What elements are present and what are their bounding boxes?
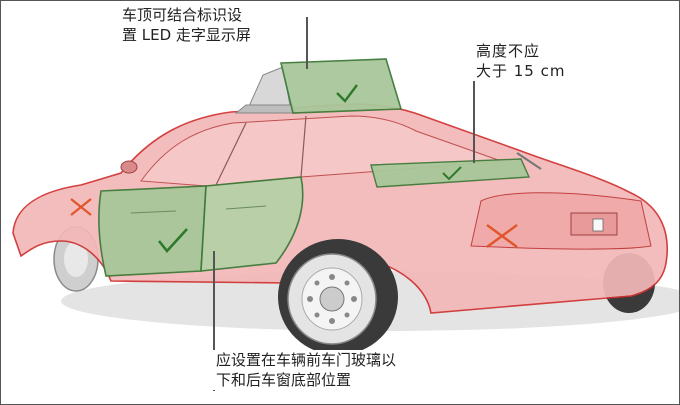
door-handle-front [130,210,177,214]
roof-sign-annotation: 车顶可结合标识设 置 LED 走字显示屏 [119,5,254,45]
b-pillar-line [300,115,307,178]
window-placement-annotation-line2: 下和后车窗底部位置 [216,371,352,389]
check-mark-window [442,166,462,181]
side-mirror [120,160,138,174]
height-limit-annotation: 高度不应 大于 15 cm [473,41,569,81]
trunk-rear [470,192,652,250]
roof-sign-annotation-line1: 车顶可结合标识设 [122,6,243,24]
window-placement-annotation: 应设置在车辆前车门玻璃以 下和后车窗底部位置 [213,350,400,390]
height-limit-annotation-line2: 大于 15 cm [476,62,566,80]
front-doors [98,185,207,277]
window-placement-annotation-line1: 应设置在车辆前车门玻璃以 [216,351,397,369]
antenna [516,152,542,170]
rear-doors [200,176,304,272]
height-limit-annotation-line1: 高度不应 [476,42,541,60]
check-mark-roof [336,84,358,103]
cross-mark-rear-2 [486,224,518,248]
front-wheel [278,239,398,355]
check-mark-doors [157,228,188,254]
roof-sign-foot [234,104,298,114]
rear-window-strip [370,158,531,188]
door-handle-rear [225,205,267,210]
roof-sign [279,58,403,114]
front-fender [70,198,92,216]
roof-sign-annotation-line2: 置 LED 走字显示屏 [122,26,251,44]
a-pillar-line [215,122,247,186]
